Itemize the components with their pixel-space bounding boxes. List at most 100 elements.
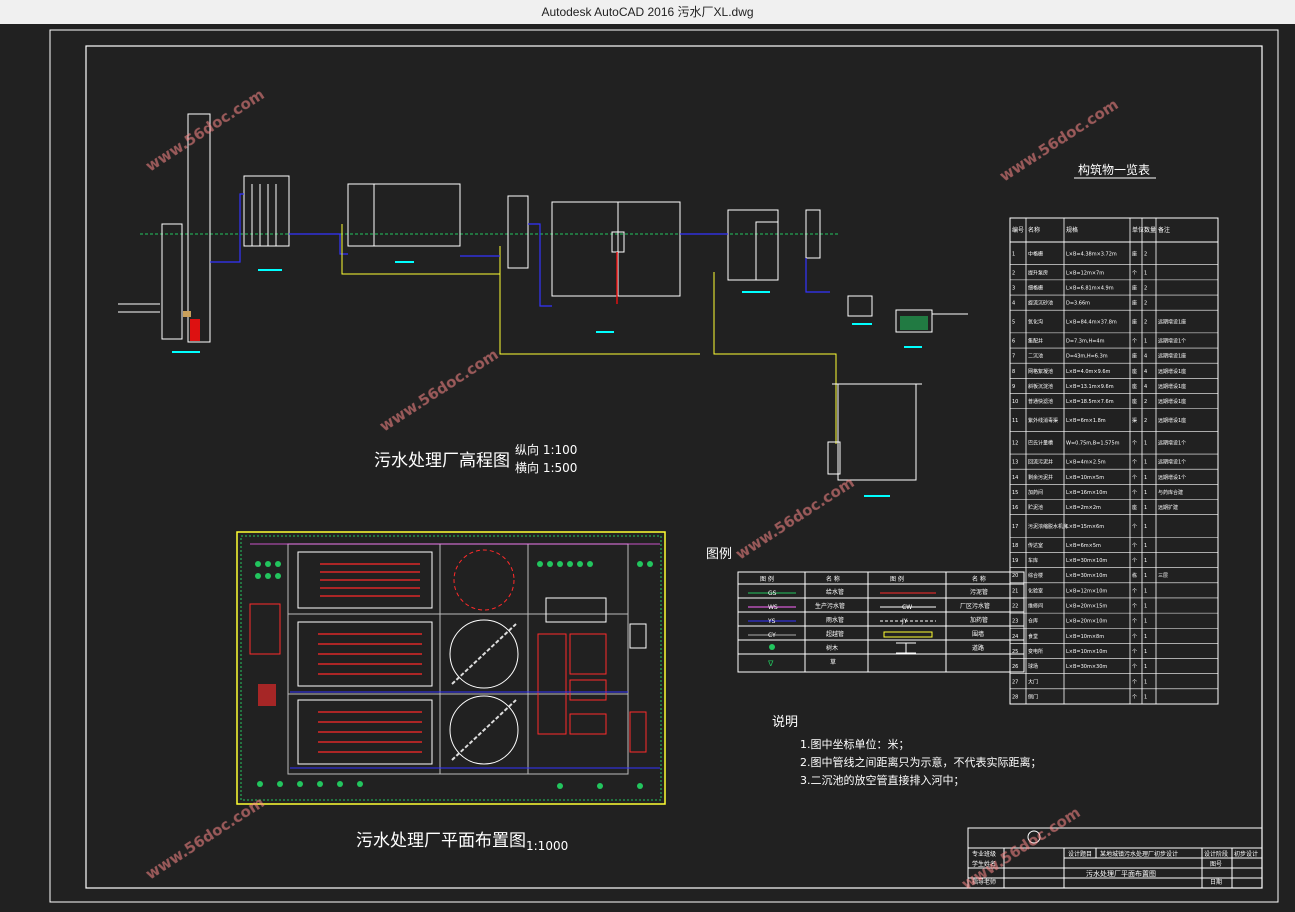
structures-cell: 10 [1012,399,1018,405]
tb-design-title: 某地城镇污水处理厂初步设计 [1100,850,1178,858]
drawing-canvas[interactable]: 污水处理厂高程图 纵向 1:100 横向 1:500 [0,24,1295,908]
structures-cell: 维修间 [1028,603,1043,610]
structures-cell: 远期增设1个 [1158,440,1186,447]
structures-cell: 17 [1012,524,1018,530]
structures-header: 单位 [1132,226,1144,234]
notes: 说明 1.图中坐标单位：米； 2.图中管线之间距离只为示意，不代表实际距离； 3… [772,715,1042,787]
structures-cell: L×B=12m×7m [1066,270,1104,276]
structures-title: 构筑物一览表 [1078,162,1150,177]
structures-header: 数量 [1144,226,1156,234]
structures-cell: L×B=30m×10m [1066,573,1107,579]
structures-cell: 个 [1132,679,1137,685]
structures-cell: 个 [1132,490,1137,496]
structures-cell: L×B=10m×8m [1066,634,1104,640]
structures-cell: 8 [1012,369,1015,375]
structures-cell: 个 [1132,604,1137,610]
structures-cell: 斜板沉淀池 [1028,383,1053,390]
structures-cell: D=43m,H=6.3m [1066,354,1108,360]
structures-cell: 渠 [1132,417,1137,424]
structures-cell: 26 [1012,664,1018,670]
structures-header: 规格 [1066,226,1078,234]
structures-cell: 远期增设1个 [1158,459,1186,466]
structures-cell: 1 [1144,475,1147,481]
legend-name: 超越管 [826,630,844,638]
structures-cell: 21 [1012,588,1018,594]
window-title: Autodesk AutoCAD 2016 污水厂XL.dwg [0,0,1295,24]
legend-name: 树木 [826,644,838,652]
tb-drawing-name: 污水处理厂平面布置图 [1086,869,1156,878]
structures-cell: 侧门 [1028,693,1038,700]
structures-cell: L×B=16m×10m [1066,490,1107,496]
structures-cell: L×B=2m×2m [1066,505,1101,511]
structures-cell: L×B=15m×6m [1066,524,1104,530]
legend-code: GS [768,590,777,597]
structures-cell: W=0.75m,B=1.575m [1066,441,1120,447]
watermark-text: www.56doc.com [732,473,857,563]
elevation-title: 污水处理厂高程图 [374,451,510,471]
structures-cell: 个 [1132,664,1137,670]
structures-cell: 普通快滤池 [1028,398,1053,405]
tb-date: 日期 [1210,878,1222,886]
structures-cell: 氧化沟 [1028,319,1043,326]
structures-cell: L×B=20m×10m [1066,619,1107,625]
elevation-scale-horizontal: 横向 1:500 [515,460,577,475]
structures-cell: 座 [1132,300,1137,307]
structures-cell: 剩余污泥井 [1028,474,1053,481]
tb-advisor: 指导老师 [972,878,996,886]
structures-cell: 传达室 [1028,542,1043,549]
watermark-text: www.56doc.com [376,345,501,435]
structures-cell: 1 [1144,338,1147,344]
structures-cell: 座 [1132,398,1137,405]
structures-cell: 远期增设1座 [1158,368,1186,375]
structures-cell: 综合楼 [1028,572,1043,579]
structures-cell: 1 [1144,664,1147,670]
structures-cell: 球场 [1028,663,1038,670]
inner-frame [85,45,1263,889]
structures-cell: 远期增设1座 [1158,353,1186,360]
structures-cell: 1 [1144,679,1147,685]
structures-cell: 1 [1144,588,1147,594]
structures-cell: 与药库合建 [1158,489,1183,496]
structures-cell: 座 [1132,284,1137,291]
structures-cell: 1 [1144,634,1147,640]
structures-cell: L×B=18.5m×7.6m [1066,399,1114,405]
structures-cell: 食堂 [1028,633,1038,640]
structures-cell: 2 [1012,270,1015,276]
structures-cell: 1 [1144,490,1147,496]
structures-cell: 18 [1012,543,1018,549]
structures-cell: L×B=10m×5m [1066,475,1104,481]
tb-figno: 图号 [1210,861,1222,868]
title-block: 专业班级 学生姓名 指导老师 设计题目 某地城镇污水处理厂初步设计 设计阶段 初… [967,827,1263,889]
legend-name: 给水管 [826,588,844,596]
structures-cell: 远期增设1座 [1158,417,1186,424]
legend-name: 道路 [972,644,984,652]
structures-cell: 27 [1012,679,1018,685]
structures-cell: 座 [1132,504,1137,511]
structures-cell: 座 [1132,353,1137,360]
structures-cell: 回流污泥井 [1028,459,1053,466]
structures-cell: 座 [1132,368,1137,375]
structures-cell: 19 [1012,558,1018,564]
structures-cell: 1 [1144,558,1147,564]
structures-cell: 变电所 [1028,648,1043,655]
watermark-text: www.56doc.com [142,793,267,883]
structures-cell: 5 [1012,320,1015,326]
structures-header: 备注 [1158,226,1170,234]
structures-cell: 4 [1144,369,1147,375]
structures-cell: 1 [1144,649,1147,655]
tb-student: 学生姓名 [972,860,996,868]
structures-cell: L×B=30m×30m [1066,664,1107,670]
structures-cell: 28 [1012,694,1018,700]
structures-cell: 巴氏计量槽 [1028,440,1053,447]
legend-name: 加药管 [970,616,988,624]
structures-cell: 远期增设1个 [1158,337,1186,344]
structures-cell: 个 [1132,270,1137,276]
structures-header: 名称 [1028,226,1040,234]
structures-cell: 2 [1144,301,1147,307]
structures-cell: L×B=6m×1.8m [1066,418,1106,424]
structures-cell: 集配井 [1028,337,1043,344]
structures-cell: 24 [1012,634,1018,640]
structures-cell: 个 [1132,619,1137,625]
structures-cell: 个 [1132,441,1137,447]
